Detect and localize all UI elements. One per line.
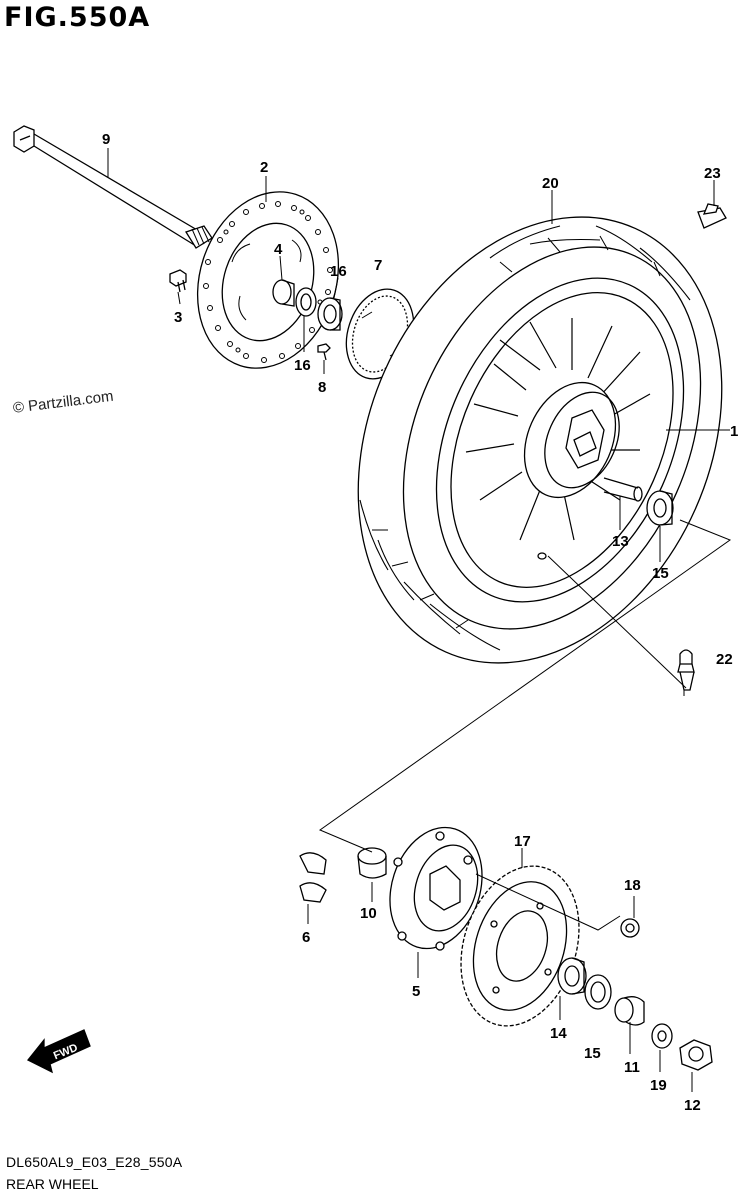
- callout-4: 4: [274, 241, 283, 258]
- callout-18: 17: [514, 833, 531, 850]
- figure-name: REAR WHEEL: [6, 1176, 99, 1192]
- callout-5: 5: [412, 983, 420, 1000]
- callout-labels: 9 2 4 16 7 3 16 8 20 23 1 13 15 22 17 18…: [102, 131, 738, 1114]
- figure-code: DL650AL9_E03_E28_550A: [6, 1154, 183, 1170]
- bearing-10-part[interactable]: [357, 847, 387, 879]
- screw-part[interactable]: [317, 343, 331, 361]
- cushion-part[interactable]: [299, 852, 327, 903]
- spacer-11-part[interactable]: [614, 996, 645, 1026]
- bearing-upper-part[interactable]: [317, 297, 343, 331]
- callout-20: 19: [650, 1077, 667, 1094]
- oil-seal-part[interactable]: [295, 287, 317, 317]
- callout-17: 16: [294, 357, 311, 374]
- bearing-14-part[interactable]: [557, 957, 587, 995]
- callout-10: 10: [360, 905, 377, 922]
- callout-7: 7: [374, 257, 382, 274]
- callout-13: 13: [612, 533, 629, 550]
- callout-16-upper: 16: [330, 263, 347, 280]
- axle-part[interactable]: [13, 125, 213, 249]
- callout-8: 8: [318, 379, 326, 396]
- callout-14: 14: [550, 1025, 567, 1042]
- sprocket-drum-part[interactable]: [375, 815, 497, 960]
- callout-11: 11: [624, 1059, 640, 1076]
- figure-title: FIG.550A: [4, 2, 151, 33]
- bearing-lower-part[interactable]: [646, 490, 674, 526]
- callout-2: 2: [260, 159, 268, 176]
- brake-disc-part[interactable]: [176, 173, 361, 386]
- callout-12: 12: [684, 1097, 701, 1114]
- oil-seal-15-part[interactable]: [584, 974, 612, 1010]
- callout-19: 18: [624, 877, 641, 894]
- callout-23: 23: [704, 165, 721, 182]
- sprocket-part[interactable]: [441, 851, 598, 1042]
- disc-bolt-part[interactable]: [169, 269, 187, 293]
- wheel-part[interactable]: [389, 239, 732, 641]
- callout-15: 15: [584, 1045, 601, 1062]
- callout-16-lower: 15: [652, 565, 669, 582]
- callout-3: 3: [174, 309, 182, 326]
- callout-1: 1: [730, 423, 738, 440]
- axle-nut-part[interactable]: [679, 1039, 713, 1071]
- callout-6: 6: [302, 929, 310, 946]
- leader-lines: [107, 148, 732, 1092]
- callout-9: 9: [102, 131, 110, 148]
- callout-21: 20: [542, 175, 559, 192]
- sprocket-nut-part[interactable]: [620, 918, 640, 938]
- washer-part[interactable]: [651, 1023, 673, 1049]
- callout-22: 22: [716, 651, 733, 668]
- fwd-arrow-icon: FWD: [26, 1029, 91, 1074]
- tire-part[interactable]: [290, 159, 741, 721]
- balance-weight-part[interactable]: [697, 203, 727, 229]
- valve-part[interactable]: [677, 649, 695, 691]
